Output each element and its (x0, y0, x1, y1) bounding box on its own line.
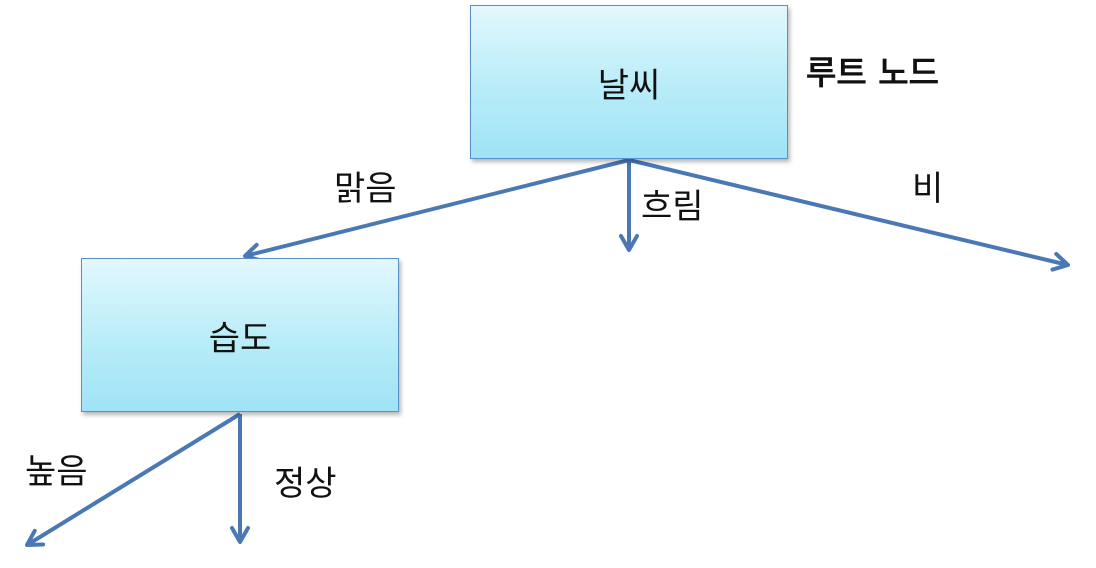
edge-label-clear: 맑음 (334, 169, 397, 209)
edge-arrow-high (25, 412, 242, 547)
edge-label-rain: 비 (912, 169, 944, 209)
edge-arrow-clear (243, 158, 630, 263)
child-node-label: 습도 (208, 318, 272, 359)
child-node-humidity: 습도 (81, 258, 399, 412)
root-node-label: 날씨 (597, 65, 661, 106)
edge-arrow-rain (628, 158, 1070, 272)
edge-label-normal: 정상 (274, 464, 337, 504)
edge-label-high: 높음 (25, 452, 88, 492)
edge-label-cloudy: 흐림 (641, 187, 704, 227)
root-node-caption: 루트 노드 (806, 53, 939, 92)
root-node-weather: 날씨 (470, 5, 788, 159)
